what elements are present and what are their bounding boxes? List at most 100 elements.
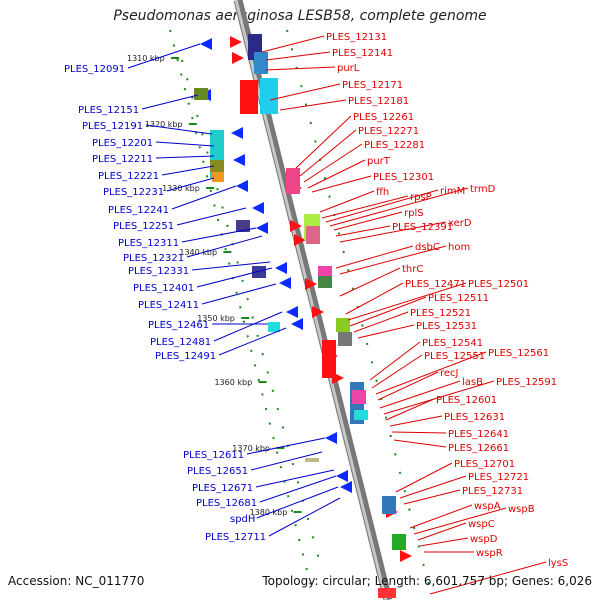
gene-label-left: PLES_12461 [148, 320, 209, 331]
accession-text: Accession: NC_011770 [8, 574, 145, 588]
label-connector [377, 371, 439, 401]
gene-label-right: thrC [402, 264, 423, 275]
ruler-tick-label: 1320 kbp [145, 120, 183, 129]
label-connector [347, 282, 467, 321]
inner-track-right [286, 29, 431, 591]
gene-label-right: PLES_12171 [342, 80, 403, 91]
reverse-gene-arrow [286, 306, 298, 318]
gene-label-left: PLES_12331 [128, 266, 189, 277]
label-connector [155, 141, 215, 147]
label-connector [391, 431, 447, 434]
gene-label-left: PLES_12611 [183, 450, 244, 461]
reverse-gene-block [212, 172, 224, 182]
gene-label-left: PLES_12651 [187, 466, 248, 477]
gene-label-right: PLES_12551 [424, 351, 485, 362]
ruler-tick-label: 1330 kbp [162, 184, 200, 193]
gene-label-right: hom [448, 242, 470, 253]
label-connector [369, 341, 421, 381]
gene-label-right: purT [367, 156, 391, 167]
forward-gene-block [352, 390, 366, 404]
label-connector [353, 311, 409, 333]
gene-label-right: rimM [440, 186, 465, 197]
ruler-tick-label: 1350 kbp [197, 314, 235, 323]
gene-label-left: PLES_12671 [192, 483, 253, 494]
gene-label-left: PLES_12491 [155, 351, 216, 362]
ruler-track [169, 29, 313, 591]
reverse-gene-arrow [291, 318, 303, 330]
label-connector [385, 398, 435, 421]
reverse-gene-block [268, 322, 280, 332]
label-connector [141, 94, 199, 110]
gene-label-right: PLES_12471 [405, 279, 466, 290]
gene-label-right: PLES_12601 [436, 395, 497, 406]
reverse-gene-arrow [275, 262, 287, 274]
label-connector [339, 221, 447, 243]
gene-label-right: PLES_12631 [444, 412, 505, 423]
label-connector [395, 462, 453, 493]
forward-gene-block [378, 588, 396, 598]
gene-label-left: PLES_12681 [196, 498, 257, 509]
label-connector [279, 99, 347, 111]
label-connector [145, 124, 213, 135]
label-connector [371, 354, 423, 389]
label-connector [375, 351, 487, 395]
label-connector [333, 211, 403, 231]
label-connector [171, 185, 237, 210]
label-connector [413, 507, 507, 535]
forward-gene-arrow [400, 550, 412, 562]
gene-label-left: PLES_12221 [98, 171, 159, 182]
reverse-gene-arrow [336, 470, 348, 482]
label-connector [399, 475, 467, 499]
ruler-tick-label: 1340 kbp [179, 248, 217, 257]
gene-label-right: PLES_12521 [410, 308, 471, 319]
label-connector [379, 380, 461, 409]
label-connector [357, 324, 415, 339]
gene-label-right: wspA [474, 501, 501, 512]
label-connector [307, 159, 366, 189]
ruler-tick-label: 1310 kbp [127, 54, 165, 63]
forward-gene-block [318, 276, 332, 288]
gene-label-right: PLES_12301 [373, 172, 434, 183]
gene-label-right: PLES_12181 [348, 96, 409, 107]
gene-label-right: purL [337, 63, 360, 74]
label-connector [335, 225, 391, 237]
reverse-gene-block [210, 160, 224, 172]
gene-label-right: PLES_12131 [326, 32, 387, 43]
gene-label-right: PLES_12391 [392, 222, 453, 233]
forward-gene-arrow [232, 52, 244, 64]
label-connector [269, 83, 341, 101]
gene-label-right: trmD [470, 184, 496, 195]
gene-label-right: PLES_12261 [353, 112, 414, 123]
label-connector [419, 537, 469, 547]
gene-label-left: PLES_12401 [133, 283, 194, 294]
label-connector [213, 311, 283, 342]
label-connector [295, 115, 352, 169]
gene-label-right: wspD [470, 534, 498, 545]
label-connector [127, 43, 201, 69]
label-connector [261, 35, 325, 53]
gene-label-right: wspB [508, 504, 535, 515]
gene-label-right: xerD [448, 218, 472, 229]
label-connector [409, 504, 473, 529]
label-connector [325, 189, 439, 223]
gene-label-left: PLES_12311 [118, 238, 179, 249]
reverse-gene-arrow [233, 154, 245, 166]
gene-label-left: PLES_12321 [123, 253, 184, 264]
reverse-gene-block [194, 88, 208, 100]
reverse-gene-block [305, 458, 319, 462]
label-connector [349, 296, 427, 327]
gene-label-right: PLES_12541 [422, 338, 483, 349]
label-connector [250, 451, 323, 471]
ruler-tick-label: 1380 kbp [250, 508, 288, 517]
forward-gene-arrow [305, 278, 317, 290]
gene-label-right: PLES_12511 [428, 293, 489, 304]
gene-label-right: recJ [440, 368, 459, 379]
gene-label-right: PLES_12721 [468, 472, 529, 483]
forward-gene-block [392, 534, 406, 550]
label-connector [161, 165, 215, 176]
label-connector [201, 283, 277, 305]
reverse-gene-block [252, 266, 266, 278]
label-connector [403, 489, 461, 505]
reverse-gene-arrow [231, 127, 243, 139]
